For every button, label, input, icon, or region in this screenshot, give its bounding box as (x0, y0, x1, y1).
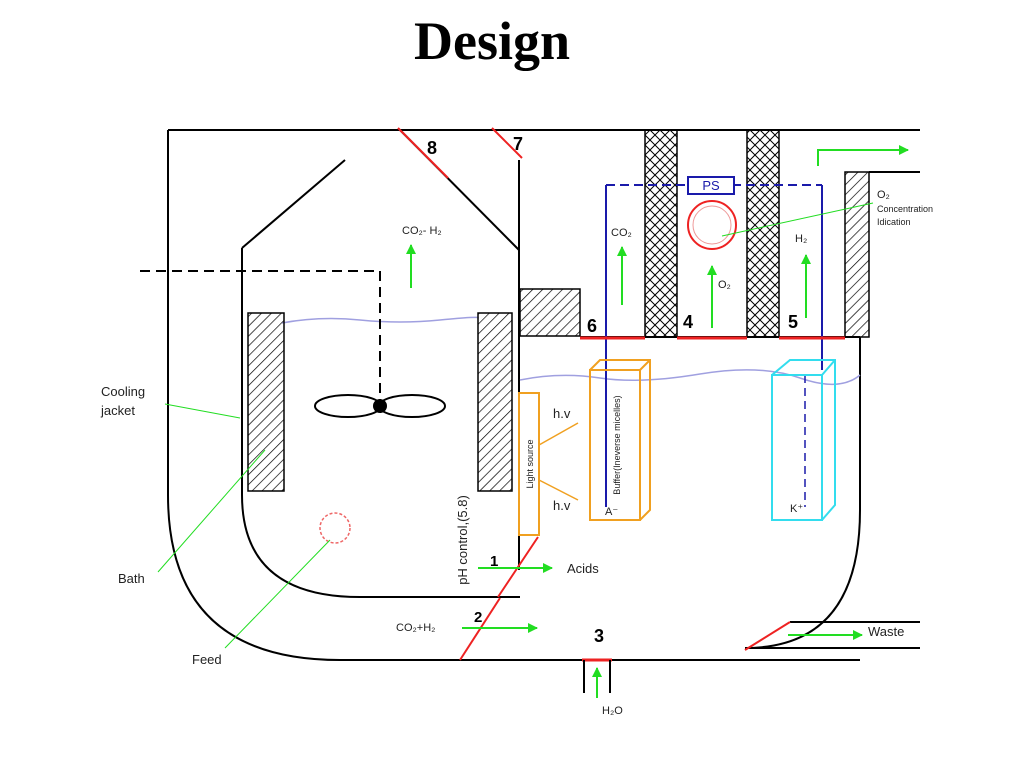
ps-label: PS (702, 178, 720, 193)
inner-vessel-wall (241, 494, 520, 598)
reactor-hood (241, 159, 346, 249)
hv-ray-top (538, 422, 579, 446)
label-cooling-jacket-2: jacket (100, 403, 135, 418)
cooling-jacket-left (247, 312, 285, 492)
label-h2: H₂ (795, 233, 807, 245)
slide-title: Design (413, 11, 570, 71)
anode-text: Buffer(Ineverse micelles) (612, 395, 622, 494)
label-cooling-jacket-1: Cooling (101, 384, 145, 399)
label-feed: Feed (192, 652, 222, 667)
label-h2o: H₂O (602, 705, 623, 717)
feed-particle (319, 512, 351, 544)
label-o2-conc-2: Concentration (877, 204, 933, 214)
impeller-blade-left (314, 394, 382, 418)
o2-sensor-inner (692, 205, 732, 245)
label-co2: CO₂ (611, 227, 632, 239)
number-7: 7 (513, 134, 523, 154)
label-bath: Bath (118, 571, 145, 586)
cathode-front (771, 374, 823, 521)
liquid-level-electrolyzer (519, 369, 861, 386)
o2-sensor-pointer (721, 202, 874, 237)
separator-block (519, 288, 581, 337)
number-2: 2 (474, 609, 482, 626)
o2-sensor-ring (687, 200, 737, 250)
light-source (518, 392, 540, 536)
anode-depth (589, 359, 651, 521)
cathode-depth (771, 359, 836, 521)
valve-8 (397, 127, 449, 179)
label-hv-top: h.v (553, 406, 571, 421)
pointer-cooling-jacket (164, 403, 241, 419)
stirrer-shaft (140, 270, 381, 405)
number-4: 4 (683, 312, 693, 332)
anode-front (589, 369, 641, 521)
pointer-feed (224, 539, 331, 649)
label-co2-h2-bottom: CO₂+H₂ (396, 622, 435, 634)
ps-box (687, 176, 735, 195)
number-8: 8 (427, 138, 437, 158)
label-o2: O₂ (718, 279, 731, 291)
valve-7 (491, 127, 523, 159)
label-cathode-letter: K⁺ (790, 503, 803, 515)
membrane-column-left (644, 129, 678, 338)
label-o2-conc-1: O₂ (877, 189, 890, 201)
outer-vessel-right-wall (744, 337, 865, 649)
light-source-label: Light source (525, 439, 535, 488)
label-ph-control: pH control,(5.8) (455, 495, 470, 585)
number-5: 5 (788, 312, 798, 332)
cooling-jacket-right (477, 312, 513, 492)
number-6: 6 (587, 316, 597, 336)
liquid-level-reactor (281, 316, 479, 324)
label-co2-h2-top: CO₂- H₂ (402, 225, 442, 237)
label-waste: Waste (868, 624, 904, 639)
label-acids: Acids (567, 561, 599, 576)
impeller-hub (373, 399, 387, 413)
label-o2-conc-3: Idication (877, 217, 911, 227)
pointer-bath (157, 449, 266, 573)
number-1: 1 (490, 553, 498, 570)
valve-waste (744, 621, 791, 651)
number-3: 3 (594, 626, 604, 646)
hatched-column-right (844, 171, 870, 338)
outer-vessel-wall (167, 130, 860, 661)
arrow-top-outlet (817, 145, 909, 166)
hv-ray-bottom (538, 479, 579, 501)
label-hv-bottom: h.v (553, 498, 571, 513)
impeller-blade-right (378, 394, 446, 418)
membrane-column-right (746, 129, 780, 338)
label-anode-letter: A⁻ (605, 506, 618, 518)
